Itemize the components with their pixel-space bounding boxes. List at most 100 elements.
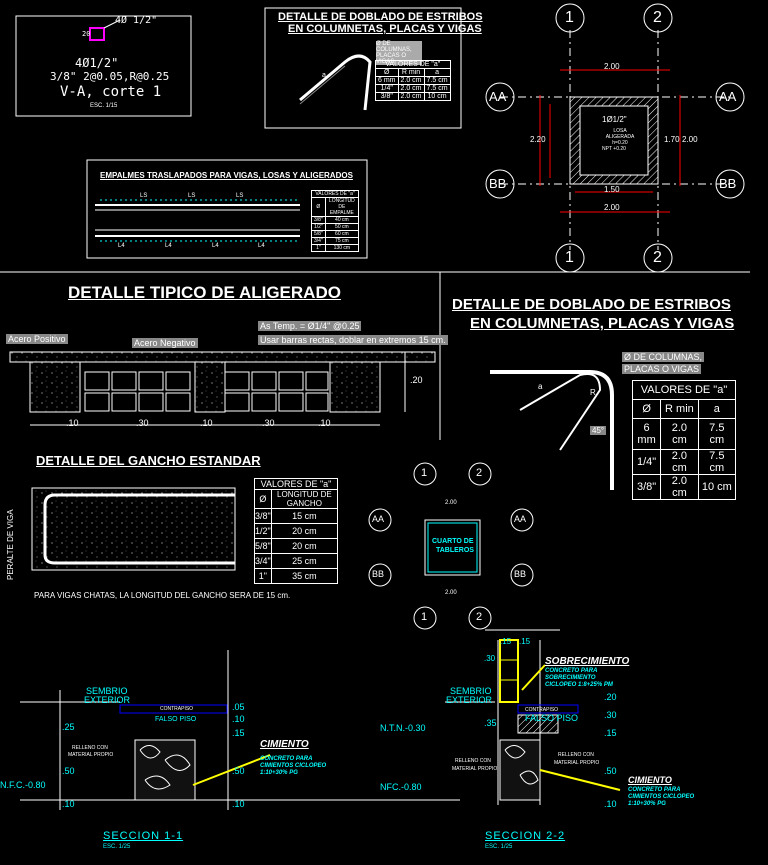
ls-label: LS: [236, 193, 244, 199]
gancho-side-label: PERALTE DE VIGA: [6, 509, 15, 580]
s2-conc-3: 1:10+30% PG: [628, 801, 666, 807]
axis-2-bottom: 2: [653, 249, 662, 266]
s2-nfc: NFC.-0.80: [380, 782, 422, 792]
small-axis-aa-right: AA: [514, 514, 527, 524]
dim-inner: 1.50: [604, 185, 620, 194]
s2-dim-right: .50: [604, 766, 617, 776]
cell: 20 cm: [270, 538, 339, 554]
small-axis-aa-left: AA: [372, 514, 385, 524]
plan-nivel: NPT +0.20: [602, 146, 626, 152]
l4-label: L4: [258, 243, 265, 249]
cell: 35 cm: [270, 568, 339, 584]
cell: 2.0 cm: [397, 84, 425, 93]
doblado-large-title2: EN COLUMNETAS, PLACAS Y VIGAS: [470, 315, 735, 332]
doblado-large-note2: PLACAS O VIGAS: [622, 364, 702, 374]
cell: 2.0 cm: [397, 76, 425, 85]
gancho-title: DETALLE DEL GANCHO ESTANDAR: [36, 453, 261, 468]
cell: 1/2": [254, 523, 272, 539]
cell: 2.0 cm: [397, 92, 425, 101]
s1-dim-right: .10: [232, 799, 245, 809]
cell: 15 cm: [270, 508, 339, 524]
dim-bottom: 2.00: [604, 203, 620, 212]
s1-conc-1: CONCRETO PARA: [260, 756, 313, 762]
axis-1-bottom: 1: [565, 249, 574, 266]
doblado-small-title1: DETALLE DE DOBLADO DE ESTRIBOS: [278, 11, 483, 23]
s1-dim-left: .50: [62, 766, 75, 776]
s1-dim-right: .05: [232, 702, 245, 712]
s1-scale: ESC. 1/25: [103, 844, 131, 850]
cell: 5/8": [254, 538, 272, 554]
s2-title: SECCION 2-2: [485, 830, 566, 842]
s1-sembrio-1: SEMBRIO: [86, 686, 128, 696]
acero-positivo-label: Acero Positivo: [6, 334, 68, 344]
cell: 25 cm: [270, 553, 339, 569]
doblado-large-r: R: [590, 388, 596, 397]
s1-nfc: N.F.C.-0.80: [0, 780, 46, 790]
cell: 10 cm: [423, 92, 451, 101]
aligerado-height: .20: [410, 375, 423, 385]
cell: 3/8": [311, 216, 326, 224]
s2-dim-right: .10: [604, 799, 617, 809]
th: Ø: [311, 197, 326, 217]
cell: 2.0 cm: [660, 418, 699, 450]
cell: 60 cm: [324, 230, 360, 238]
s1-contrapiso: CONTRAPISO: [160, 706, 194, 712]
small-axis-1-top: 1: [421, 467, 428, 479]
s1-relleno-1: RELLENO CON: [72, 745, 108, 751]
s2-falso-piso: FALSO PISO: [525, 713, 579, 723]
dim-right: 1.70: [664, 135, 680, 144]
corte-line3: V-A, corte 1: [60, 84, 162, 100]
s2-dim-top: .15: [519, 637, 531, 646]
small-dim-top: 2.00: [445, 500, 457, 506]
cell: 130 cm: [324, 244, 360, 252]
th: Ø: [254, 489, 272, 509]
corte-scale: ESC. 1/15: [90, 103, 118, 109]
corte-bar-label: 4Ø 1/2": [115, 15, 158, 26]
s1-dim-left: .25: [62, 722, 75, 732]
s1-cimiento: CIMIENTO: [260, 739, 309, 750]
s2-cimiento: CIMIENTO: [628, 775, 672, 785]
s1-conc-3: 1:10+30% PG: [260, 770, 298, 776]
cell: 1/4": [631, 449, 662, 475]
th: R min: [397, 68, 425, 77]
s1-falso-piso: FALSO PISO: [155, 716, 197, 723]
cell: 10 cm: [697, 474, 737, 500]
cell: 7.5 cm: [697, 449, 737, 475]
empalmes-title: EMPALMES TRASLAPADOS PARA VIGAS, LOSAS Y…: [100, 171, 353, 180]
cell: 2.0 cm: [660, 449, 699, 475]
axis-1-top: 1: [565, 9, 574, 26]
axis-bb-left: BB: [489, 176, 507, 191]
s2-sc-2: SOBRECIMIENTO: [545, 675, 596, 681]
s2-sc-3: CICLOPEO 1:8+25% PM: [545, 682, 613, 688]
cell: 75 cm: [324, 237, 360, 245]
corte-line1: 4Ø1/2": [75, 56, 119, 70]
ls-label: LS: [140, 193, 148, 199]
cell: 3/4": [254, 553, 272, 569]
ls-label: LS: [188, 193, 196, 199]
s1-title: SECCION 1-1: [103, 830, 184, 842]
s2-relleno-1b: RELLENO CON: [558, 752, 594, 758]
s2-dim-top: .30: [484, 654, 496, 663]
axis-aa-left: AA: [489, 89, 507, 104]
th: LONGITUD DE GANCHO: [270, 489, 339, 509]
aligerado-dim: .30: [262, 418, 275, 428]
s1-dim-left: .10: [62, 799, 75, 809]
dim-right-outer: 2.00: [682, 135, 698, 144]
cell: 1": [311, 244, 326, 252]
doblado-large-a: a: [538, 382, 543, 391]
small-axis-2-top: 2: [476, 467, 483, 479]
th: a: [423, 68, 451, 77]
aligerado-dim: .30: [136, 418, 149, 428]
s1-dim-right: .10: [232, 714, 245, 724]
s2-dim-right: .20: [604, 692, 617, 702]
th: LONGITUD DE EMPALME: [324, 197, 360, 217]
cell: 6 mm: [631, 418, 662, 450]
gancho-note: PARA VIGAS CHATAS, LA LONGITUD DEL GANCH…: [34, 591, 291, 600]
corte-line2: 3/8" 2@0.05,R@0.25: [50, 70, 170, 83]
aligerado-dim: .10: [66, 418, 79, 428]
s2-relleno-2b: MATERIAL PROPIO: [554, 760, 600, 766]
